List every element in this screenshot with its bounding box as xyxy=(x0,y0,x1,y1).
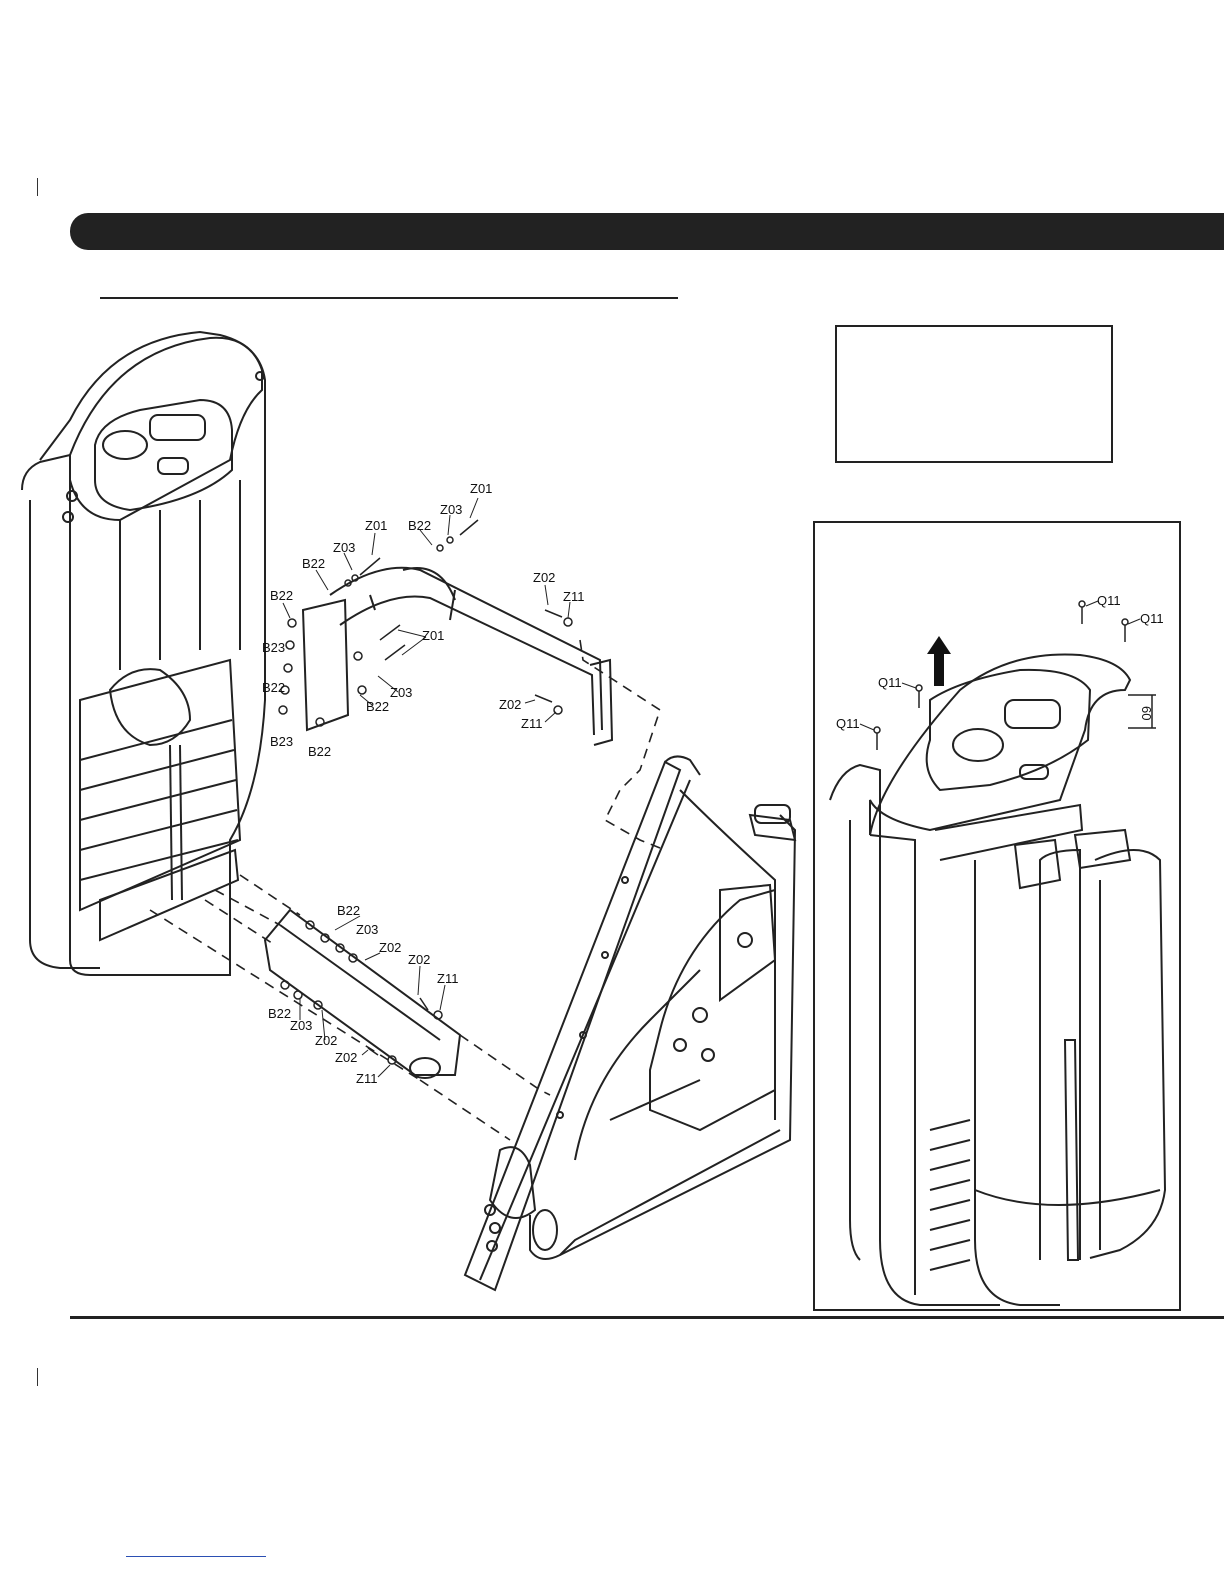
callout-label: Z03 xyxy=(390,685,412,700)
arrow-up-icon xyxy=(927,636,951,686)
callout-label: B23 xyxy=(270,734,293,749)
callout-label: Z03 xyxy=(333,540,355,555)
seat-frame xyxy=(465,756,795,1290)
section-title-rule xyxy=(100,297,678,299)
callout-label: Z03 xyxy=(356,922,378,937)
callout-label: Z01 xyxy=(365,518,387,533)
note-box xyxy=(835,325,1113,463)
inset-detail-diagram: 60 Q11 Q11 Q11 Q11 xyxy=(812,520,1182,1312)
callout-label: Z02 xyxy=(335,1050,357,1065)
tower-top-view xyxy=(830,654,1165,1305)
link-underline[interactable] xyxy=(126,1556,266,1557)
callout-label: Z11 xyxy=(521,716,542,731)
callout-label: Z11 xyxy=(356,1071,377,1086)
callout-label: Z02 xyxy=(315,1033,337,1048)
callout-label: B22 xyxy=(408,518,431,533)
callout-label: B22 xyxy=(262,680,285,695)
inset-callout-label: Q11 xyxy=(878,675,902,690)
dimension-label: 60 xyxy=(1139,706,1154,720)
inset-callout-label: Q11 xyxy=(1097,593,1121,608)
section-header-bar xyxy=(70,213,1224,250)
inset-callout-label: Q11 xyxy=(836,716,860,731)
callout-label: B22 xyxy=(337,903,360,918)
callout-label: B22 xyxy=(308,744,331,759)
leader-lines xyxy=(283,498,570,1077)
callout-label: Z02 xyxy=(408,952,430,967)
callout-label: Z01 xyxy=(422,628,444,643)
callout-label: Z01 xyxy=(470,481,492,496)
assembly-diagram: Z01 Z03 B22 Z01 Z03 B22 B22 B23 B22 B23 … xyxy=(0,300,820,1310)
inset-callout-label: Q11 xyxy=(1140,611,1164,626)
callout-label: Z11 xyxy=(437,971,458,986)
callout-label: Z03 xyxy=(440,502,462,517)
weight-stack-tower xyxy=(22,332,265,975)
footer-rule xyxy=(70,1316,1224,1319)
callout-label: Z02 xyxy=(533,570,555,585)
callout-label: B23 xyxy=(262,640,285,655)
callout-label: Z11 xyxy=(563,589,584,604)
callout-label: Z02 xyxy=(499,697,521,712)
bolts xyxy=(874,601,1128,750)
callout-label: B22 xyxy=(366,699,389,714)
callout-label: B22 xyxy=(268,1006,291,1021)
callout-label: B22 xyxy=(270,588,293,603)
crop-mark-bottom xyxy=(37,1368,38,1386)
alignment-lines xyxy=(150,640,665,1140)
hardware xyxy=(279,520,572,1064)
callout-label: B22 xyxy=(302,556,325,571)
callout-label: Z03 xyxy=(290,1018,312,1033)
callout-label: Z02 xyxy=(379,940,401,955)
crop-mark-top xyxy=(37,178,38,196)
